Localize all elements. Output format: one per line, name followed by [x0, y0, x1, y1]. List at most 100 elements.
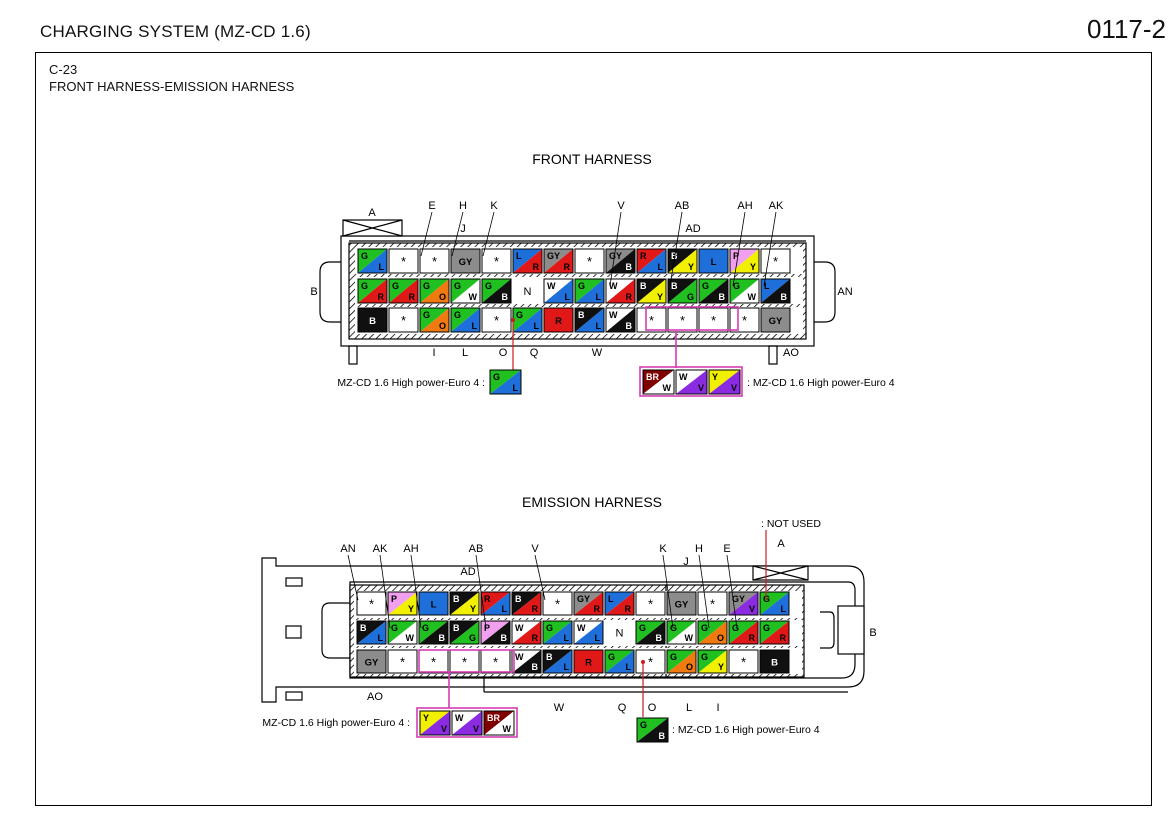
front-callout-left-wires: GL: [489, 369, 522, 395]
emission-cavity-r1-c11: GY: [666, 591, 697, 616]
front-cavity-r2-c5: GB: [481, 278, 512, 304]
front-label-w: W: [592, 347, 603, 359]
emission-cavity-r2-c6-label-stripe: R: [532, 633, 539, 643]
front-cavity-r2-c10-label-stripe: Y: [657, 292, 663, 302]
emission-cavity-r1-c6-label-stripe: R: [532, 604, 539, 614]
front-cavity-r3-c7: R: [543, 307, 574, 333]
front-label-h: H: [459, 200, 467, 212]
emission-cavity-r3-c9: GL: [604, 649, 635, 674]
front-callout-right-wires-wire-1-label-main: BR: [646, 372, 659, 382]
connector-name: FRONT HARNESS-EMISSION HARNESS: [49, 79, 295, 94]
emission-cavity-r3-c8-label: R: [585, 658, 592, 669]
emission-callout-right-wires-wire-1-label-stripe: B: [659, 731, 666, 741]
emission-cavity-r1-c14: GL: [759, 591, 790, 616]
front-cavity-r3-c3: GO: [419, 307, 450, 333]
front-cavity-r2-c14-label-stripe: B: [781, 292, 788, 302]
emission-cavity-r1-c13: GYV: [728, 591, 759, 616]
emission-cavity-r1-c10-label: *: [648, 597, 653, 612]
front-cavity-r3-c1-label: B: [369, 316, 376, 327]
emission-cavity-r3-c6-label-main: W: [515, 652, 524, 662]
emission-cavity-r1-c2-label-main: P: [391, 594, 397, 604]
emission-cavity-r1-c5-label-main: R: [484, 594, 491, 604]
front-cavity-r1-c14: *: [760, 248, 791, 274]
front-cavity-r3-c5-label: *: [494, 313, 499, 328]
emission-cavity-r2-c7: GL: [542, 620, 573, 645]
emission-label-ad: AD: [460, 566, 475, 578]
emission-cavity-r3-c3-label: *: [431, 655, 436, 670]
front-cavity-r3-c9-label-main: W: [609, 310, 618, 320]
emission-cavity-r1-c3-label: L: [431, 600, 437, 611]
front-cavity-r2-c7-label-main: W: [547, 281, 556, 291]
front-cavity-r1-c5-label: *: [494, 254, 499, 269]
emission-cavity-r1-c1: *: [356, 591, 387, 616]
front-cavity-r2-c8-label-main: G: [578, 281, 585, 291]
emission-cavity-r3-c9-label-main: G: [608, 652, 615, 662]
emission-cavity-r2-c11-label-stripe: W: [685, 633, 694, 643]
emission-cavity-r2-c10: GB: [635, 620, 666, 645]
emission-cavity-r1-c9: LR: [604, 591, 635, 616]
emission-label-ab: AB: [469, 543, 484, 555]
front-label-ab: AB: [675, 200, 690, 212]
emission-cavity-r1-c12: *: [697, 591, 728, 616]
emission-cavity-r2-c11-label-main: G: [670, 623, 677, 633]
emission-callout-right-wires-wire-1: GB: [636, 717, 669, 743]
emission-cavity-r3-c12-label-stripe: Y: [718, 662, 724, 672]
front-label-q: Q: [530, 347, 539, 359]
front-label-ah: AH: [737, 200, 752, 212]
emission-cavity-r3-c13: *: [728, 649, 759, 674]
front-cavity-r1-c9-label-main: GY: [609, 251, 622, 261]
front-cavity-r2-c10: BY: [636, 278, 667, 304]
front-label-e: E: [428, 200, 435, 212]
emission-cavity-r2-c8: WL: [573, 620, 604, 645]
emission-cavity-r2-c11: GW: [666, 620, 697, 645]
page-number: 0117-2: [1086, 14, 1166, 44]
front-euro4-highlight: [645, 306, 739, 331]
front-cavity-r2-c9: WR: [605, 278, 636, 304]
front-cavity-r1-c8-label: *: [587, 254, 592, 269]
front-cavity-r3-c12: *: [698, 307, 729, 333]
emission-cavity-r1-c5: RL: [480, 591, 511, 616]
emission-cavity-r2-c9: N: [616, 628, 624, 640]
front-cavity-r2-c1-label-main: G: [361, 281, 368, 291]
connector-code: C-23: [49, 62, 78, 77]
emission-cavity-r2-c10-label-main: G: [639, 623, 646, 633]
emission-cavity-r3-c7-label-main: B: [546, 652, 553, 662]
front-cavity-r3-c4: GL: [450, 307, 481, 333]
emission-label-leaders: [347, 554, 738, 629]
emission-cavity-r2-c4-label-stripe: G: [469, 633, 476, 643]
front-cavity-r3-c12-label: *: [711, 313, 716, 328]
emission-cavity-r2-c1-label-main: B: [360, 623, 367, 633]
front-label-k: K: [490, 200, 498, 212]
emission-cavity-r3-c11: GO: [666, 649, 697, 674]
emission-cavity-r3-c1: GY: [356, 649, 387, 674]
front-cavity-r1-c4-label: GY: [459, 257, 473, 268]
emission-label-b: B: [869, 627, 876, 639]
front-cavity-r1-c4: GY: [450, 248, 481, 274]
emission-callout-left-wires-wire-1-label-main: Y: [423, 713, 429, 723]
emission-callout-left-wires-wire-1: YV: [419, 710, 451, 736]
emission-cavity-r1-c6: BR: [511, 591, 542, 616]
page-title: CHARGING SYSTEM (MZ-CD 1.6): [40, 22, 311, 41]
front-cavity-r2-c1: GR: [357, 278, 388, 304]
front-cavity-r2-c2: GR: [388, 278, 419, 304]
emission-cavity-r2-c5: PB: [480, 620, 511, 645]
emission-cavity-r2-c10-label-stripe: B: [656, 633, 663, 643]
emission-cavity-r3-c7-label-stripe: L: [564, 662, 570, 672]
emission-cavity-r2-c2-label-main: G: [391, 623, 398, 633]
front-label-ao: AO: [783, 347, 799, 359]
emission-cavity-r2-c8-label-stripe: L: [595, 633, 601, 643]
emission-cavity-r3-c11-label-main: G: [670, 652, 677, 662]
emission-cavity-r2-c2-label-stripe: W: [406, 633, 415, 643]
emission-cavity-r3-c6-label-stripe: B: [532, 662, 539, 672]
front-cavity-r3-c3-label-main: G: [423, 310, 430, 320]
emission-label-k: K: [659, 543, 667, 555]
emission-callout-left-frame: [416, 707, 518, 738]
emission-cavity-r2-c9-label: N: [616, 628, 624, 640]
front-cavity-r2-c12: GB: [698, 278, 729, 304]
front-cavity-r2-c2-label-main: G: [392, 281, 399, 291]
front-cavity-r1-c3: *: [419, 248, 450, 274]
front-label-v: V: [617, 200, 625, 212]
front-callout-left-dot: [511, 318, 515, 322]
emission-cavity-r3-c14-label: B: [771, 658, 778, 669]
